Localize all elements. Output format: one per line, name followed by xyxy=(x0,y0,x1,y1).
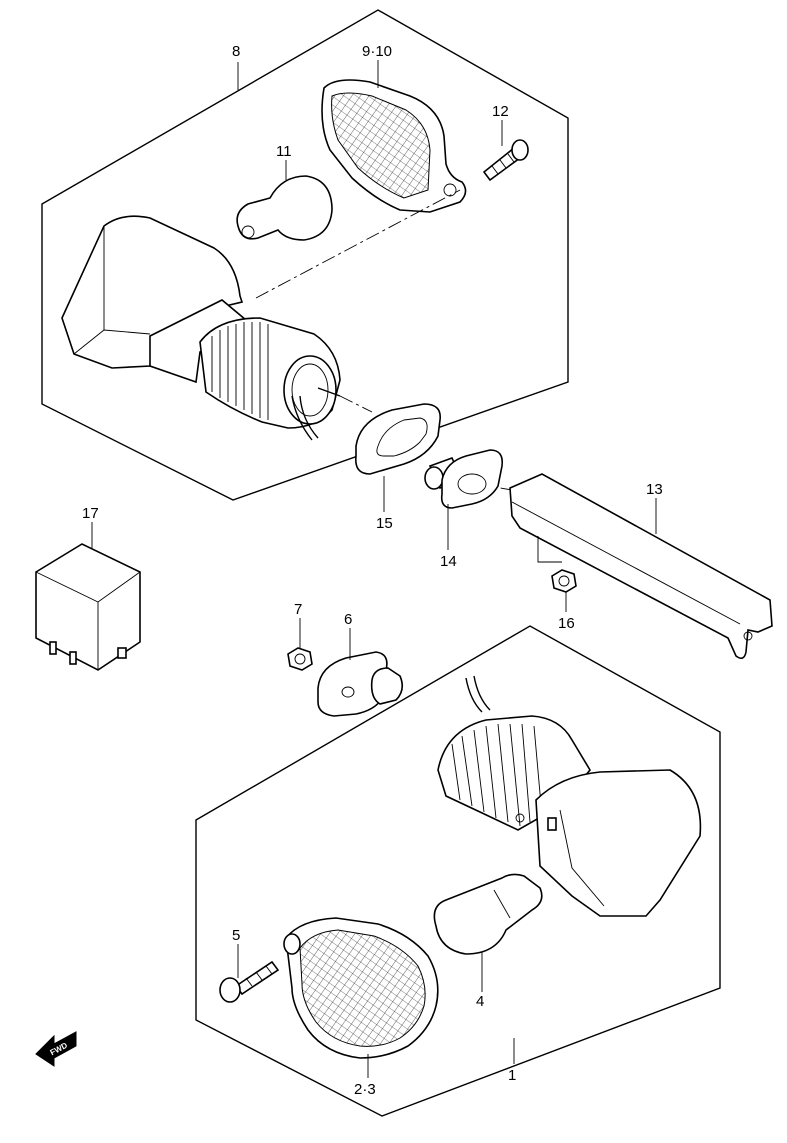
nut-16 xyxy=(551,569,577,593)
callout-17: 17 xyxy=(82,505,99,522)
callout-2-3: 2·3 xyxy=(354,1081,376,1098)
callout-4: 4 xyxy=(476,993,484,1010)
callout-16: 16 xyxy=(558,615,575,632)
relay-17 xyxy=(35,543,141,671)
callout-12: 12 xyxy=(492,103,509,120)
fwd-arrow-icon: FWD xyxy=(35,1031,77,1067)
callout-13: 13 xyxy=(646,481,663,498)
callout-5: 5 xyxy=(232,927,240,944)
callout-7: 7 xyxy=(294,601,302,618)
assembly-frame-1 xyxy=(195,625,721,1117)
callouts: 8 9·10 11 12 13 14 15 16 17 7 6 5 4 2·3 … xyxy=(82,43,663,1098)
callout-11: 11 xyxy=(276,143,292,160)
lens-2-3 xyxy=(283,917,439,1059)
bulb-11 xyxy=(236,175,333,241)
callout-9-10: 9·10 xyxy=(362,43,392,60)
callout-15: 15 xyxy=(376,515,393,532)
callout-8: 8 xyxy=(232,43,240,60)
nut-7 xyxy=(287,647,313,671)
callout-6: 6 xyxy=(344,611,352,628)
leader-lines xyxy=(91,60,657,1078)
grommet-14 xyxy=(424,449,504,509)
turn-signal-housing-lower xyxy=(437,675,702,917)
lens-9-10 xyxy=(321,79,467,213)
bracket-13 xyxy=(509,473,773,660)
screw-5 xyxy=(219,960,280,1003)
screw-12 xyxy=(482,139,529,182)
callout-14: 14 xyxy=(440,553,457,570)
turn-signal-housing-upper xyxy=(61,215,341,441)
grommet-15 xyxy=(354,403,441,475)
assembly-frame-8 xyxy=(41,9,569,501)
callout-1: 1 xyxy=(508,1067,516,1084)
grommet-6 xyxy=(317,651,404,717)
bulb-4 xyxy=(433,873,543,955)
